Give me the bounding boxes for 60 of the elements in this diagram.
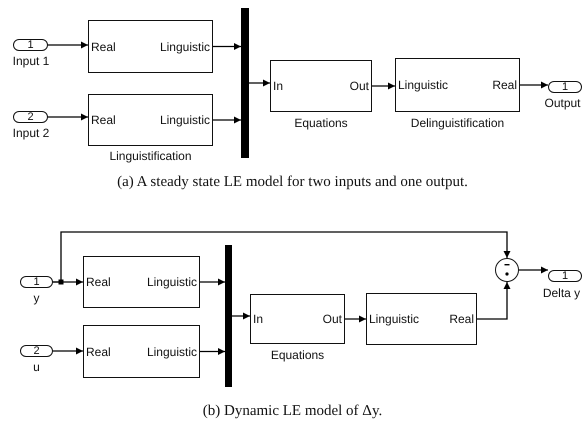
divide-block <box>495 258 519 282</box>
signal-arrow <box>48 42 88 48</box>
port-number: 2 <box>33 346 40 356</box>
port-name: Input 1 <box>12 55 50 67</box>
port-label: Linguistic <box>146 346 197 358</box>
subsystem-block <box>88 20 213 73</box>
subsystem-block <box>250 294 345 344</box>
signal-arrow <box>520 82 548 88</box>
signal-arrow <box>345 316 366 322</box>
signal-arrow <box>519 266 548 274</box>
mux-bar <box>225 245 232 387</box>
block-name: Linguistification <box>108 150 193 162</box>
port-label: In <box>253 313 264 325</box>
block-name: Equations <box>293 117 349 129</box>
port-label: Out <box>350 80 369 92</box>
subsystem-block <box>270 60 372 112</box>
port-number: 2 <box>27 112 34 122</box>
port-name: y <box>32 292 40 304</box>
port-label: Real <box>86 346 111 358</box>
port-label: In <box>273 80 284 92</box>
figure-caption: (a) A steady state LE model for two inputs and one output. <box>116 174 469 191</box>
signal-arrow <box>477 282 510 320</box>
signal-arrow <box>249 80 270 86</box>
figure-caption: (b) Dynamic LE model of Δy. <box>202 403 384 420</box>
port-label: Real <box>91 114 116 126</box>
port-number: 1 <box>27 40 34 50</box>
signal-arrow <box>232 312 250 320</box>
signal-arrow <box>53 231 510 283</box>
signal-arrow <box>53 348 83 354</box>
port-label: Linguistic <box>398 79 448 91</box>
subsystem-block <box>88 94 213 146</box>
signal-arrow <box>48 114 88 120</box>
subsystem-block <box>366 293 477 345</box>
port-name: Delta y <box>542 287 582 299</box>
port-label: Real <box>86 276 111 288</box>
mux-bar <box>241 8 249 158</box>
subsystem-block <box>83 325 200 378</box>
block-name: Delinguistification <box>410 117 506 129</box>
port-name: Input 2 <box>12 127 50 139</box>
port-number: 1 <box>562 270 568 282</box>
port-number: 1 <box>33 276 40 288</box>
signal-arrow <box>213 43 241 50</box>
subsystem-block <box>395 58 520 112</box>
port-label: Linguistic <box>160 40 210 52</box>
port-name: Output <box>543 97 582 109</box>
signal-arrow <box>213 116 241 124</box>
port-label: Linguistic <box>146 276 197 288</box>
port-number: 1 <box>562 82 568 92</box>
port-label: Linguistic <box>369 313 420 325</box>
block-name: Equations <box>270 349 326 361</box>
port-label: Linguistic <box>160 114 210 126</box>
port-label: Real <box>492 79 517 91</box>
signal-arrow <box>200 278 225 286</box>
subsystem-block <box>83 256 200 308</box>
port-label: Out <box>322 313 342 325</box>
signal-arrow <box>200 348 225 355</box>
port-label: Real <box>449 313 474 325</box>
signal-arrow <box>372 82 395 90</box>
port-label: Real <box>91 40 116 52</box>
port-name: u <box>32 361 41 373</box>
